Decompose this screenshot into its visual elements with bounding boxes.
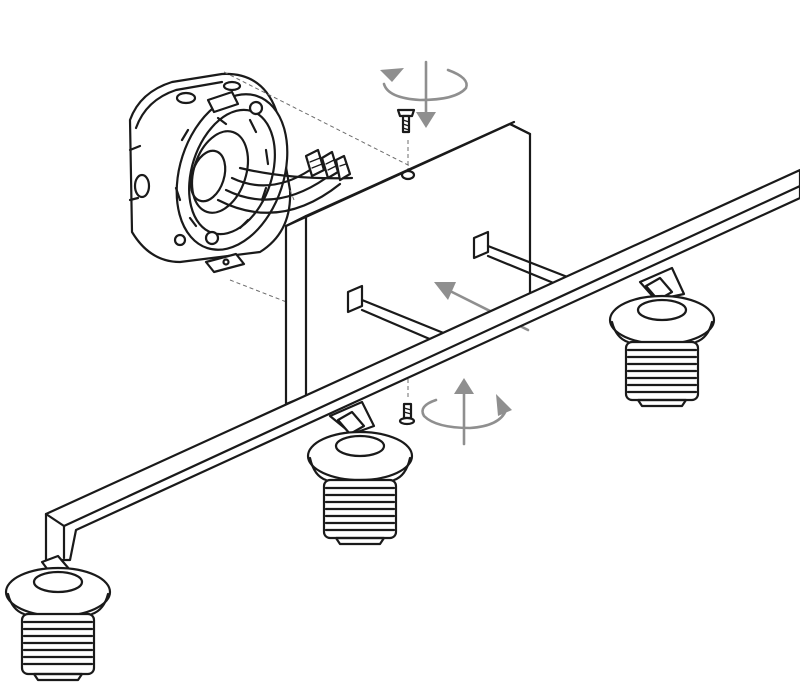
socket-threads bbox=[626, 348, 698, 394]
lamp-socket-left bbox=[4, 554, 112, 682]
bottom-screw bbox=[398, 402, 416, 426]
alignment-guide-lines bbox=[223, 71, 411, 398]
socket-threads bbox=[324, 486, 396, 532]
mounting-plate bbox=[284, 120, 572, 406]
top-screw bbox=[396, 108, 416, 134]
lamp-socket-middle bbox=[306, 410, 414, 546]
junction-box bbox=[128, 72, 354, 274]
rotate-arrow-top bbox=[380, 60, 468, 128]
socket-threads bbox=[22, 620, 94, 666]
lamp-socket-right bbox=[608, 276, 716, 408]
rotate-arrow-bottom bbox=[421, 378, 512, 446]
